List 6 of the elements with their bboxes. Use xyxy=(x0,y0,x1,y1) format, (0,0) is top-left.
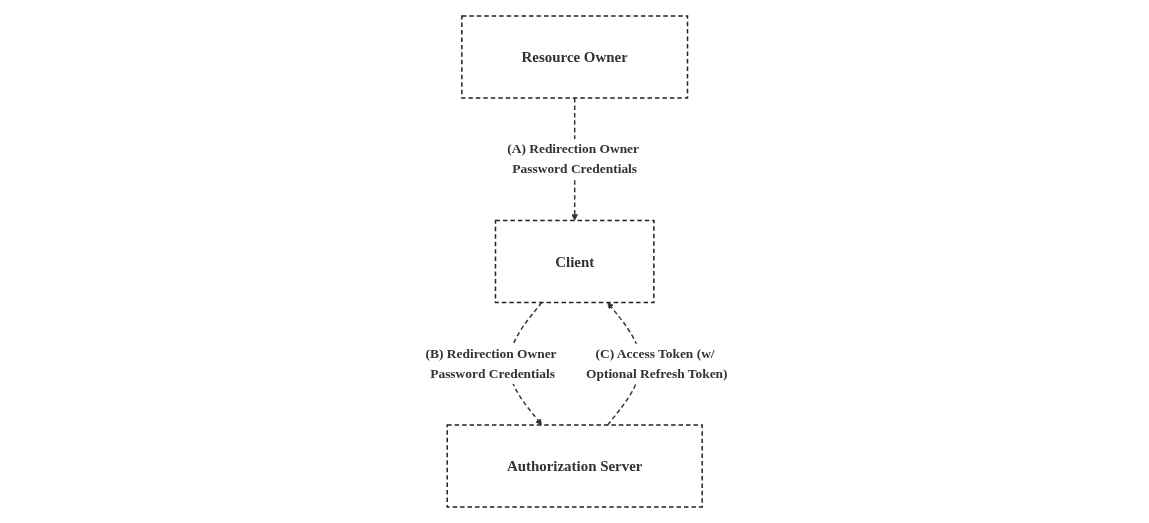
edge-label: (B) Redirection Owner Password Credentials xyxy=(425,345,557,381)
edge-label: (C) Access Token (w/ Optional Refresh Token) xyxy=(585,345,728,381)
node-box: Authorization Server xyxy=(446,424,703,508)
node-box: Resource Owner xyxy=(460,15,689,99)
node-box: Client xyxy=(494,219,655,304)
edge-label: (A) Redirection Owner Password Credentials xyxy=(507,141,639,177)
